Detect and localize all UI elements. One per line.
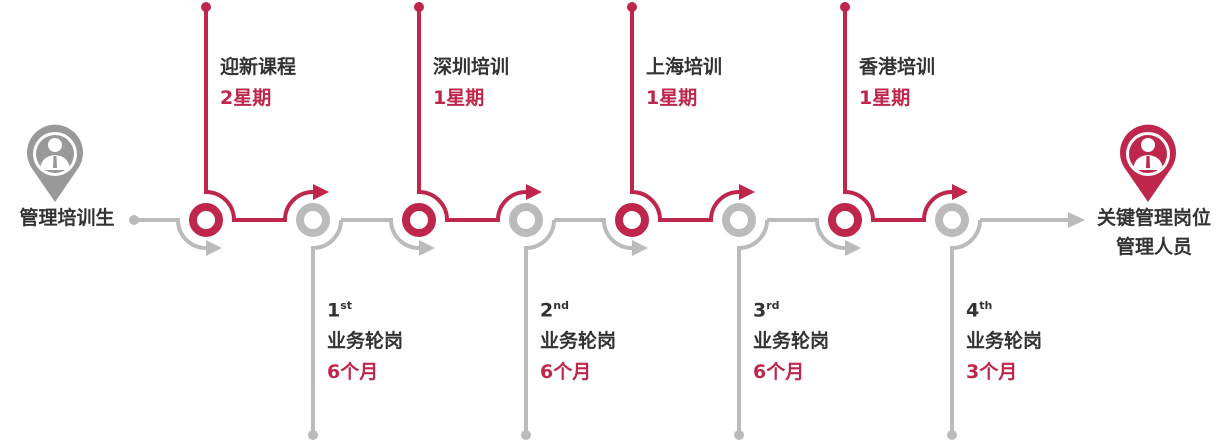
rotation-name: 业务轮岗: [753, 330, 830, 353]
gray-arrow-icon: [419, 240, 435, 256]
training-label: 上海培训 1星期: [646, 52, 722, 114]
red-dot: [414, 2, 424, 12]
rotation-ordinal: 3rd: [753, 290, 829, 326]
rotation-number: 3: [753, 299, 767, 322]
red-node: [402, 203, 436, 237]
start-person-pin-icon-tie-icon: [53, 156, 57, 168]
rotation-ordinal: 1st: [327, 290, 403, 326]
training-label: 深圳培训 1星期: [433, 52, 509, 114]
training-duration: 2星期: [220, 87, 272, 109]
gray-node: [722, 203, 756, 237]
gray-path-segment: [134, 218, 207, 250]
training-name: 迎新课程: [220, 56, 297, 78]
rotation-suffix: th: [979, 299, 993, 312]
gray-dot: [947, 430, 957, 440]
end-label-line2: 管理人员: [1115, 236, 1192, 258]
gray-dot: [521, 430, 531, 440]
end-label-line1: 关键管理岗位: [1096, 207, 1211, 229]
training-name: 深圳培训: [433, 56, 510, 78]
rotation-label: 3rd 业务轮岗 6个月: [753, 290, 829, 388]
training-name: 上海培训: [646, 56, 723, 78]
training-label: 香港培训 1星期: [859, 52, 935, 114]
rotation-ordinal: 2nd: [540, 290, 616, 326]
gray-rotation-path: [950, 219, 982, 435]
red-node: [189, 203, 223, 237]
red-training-path: [630, 7, 740, 222]
rotation-label: 1st 业务轮岗 6个月: [327, 290, 403, 388]
rotation-number: 4: [966, 299, 980, 322]
gray-rotation-path: [737, 219, 769, 435]
final-arrow-icon: [1068, 212, 1085, 228]
gray-node: [296, 203, 330, 237]
training-duration: 1星期: [433, 87, 485, 109]
start-person-pin-icon-person-head-icon: [48, 138, 62, 152]
rotation-duration: 3个月: [966, 361, 1018, 384]
training-label: 迎新课程 2星期: [220, 52, 296, 114]
red-training-path: [417, 7, 527, 222]
end-label: 关键管理岗位 管理人员: [1085, 204, 1223, 262]
gray-dot: [308, 430, 318, 440]
rotation-name: 业务轮岗: [966, 330, 1043, 353]
red-arrow-icon: [952, 184, 968, 200]
rotation-duration: 6个月: [540, 361, 592, 384]
start-label: 管理培训生: [19, 207, 115, 229]
rotation-label: 2nd 业务轮岗 6个月: [540, 290, 616, 388]
red-node: [828, 203, 862, 237]
gray-arrow-icon: [632, 240, 648, 256]
end-person-pin-icon-tie-icon: [1146, 156, 1150, 168]
red-dot: [840, 2, 850, 12]
training-duration: 1星期: [646, 87, 698, 109]
red-arrow-icon: [739, 184, 755, 200]
rotation-name: 业务轮岗: [540, 330, 617, 353]
rotation-name: 业务轮岗: [327, 330, 404, 353]
gray-path-segment: [341, 218, 420, 250]
red-training-path: [843, 7, 953, 222]
gray-arrow-icon: [845, 240, 861, 256]
rotation-number: 1: [327, 299, 341, 322]
red-arrow-icon: [526, 184, 542, 200]
rotation-suffix: nd: [553, 299, 569, 312]
gray-node: [509, 203, 543, 237]
gray-rotation-path: [311, 219, 343, 435]
training-duration: 1星期: [859, 87, 911, 109]
rotation-suffix: st: [340, 299, 353, 312]
rotation-label: 4th 业务轮岗 3个月: [966, 290, 1042, 388]
rotation-duration: 6个月: [753, 361, 805, 384]
red-dot: [201, 2, 211, 12]
rotation-ordinal: 4th: [966, 290, 1042, 326]
rotation-number: 2: [540, 299, 554, 322]
gray-arrow-icon: [206, 240, 222, 256]
end-person-pin-icon-person-head-icon: [1141, 138, 1155, 152]
red-node: [615, 203, 649, 237]
red-training-path: [204, 7, 314, 222]
rotation-duration: 6个月: [327, 361, 379, 384]
gray-node: [935, 203, 969, 237]
gray-rotation-path: [524, 219, 556, 435]
red-arrow-icon: [313, 184, 329, 200]
training-name: 香港培训: [859, 56, 936, 78]
gray-path-segment: [767, 218, 846, 250]
gray-dot: [734, 430, 744, 440]
red-dot: [627, 2, 637, 12]
gray-path-segment: [554, 218, 633, 250]
rotation-suffix: rd: [766, 299, 780, 312]
